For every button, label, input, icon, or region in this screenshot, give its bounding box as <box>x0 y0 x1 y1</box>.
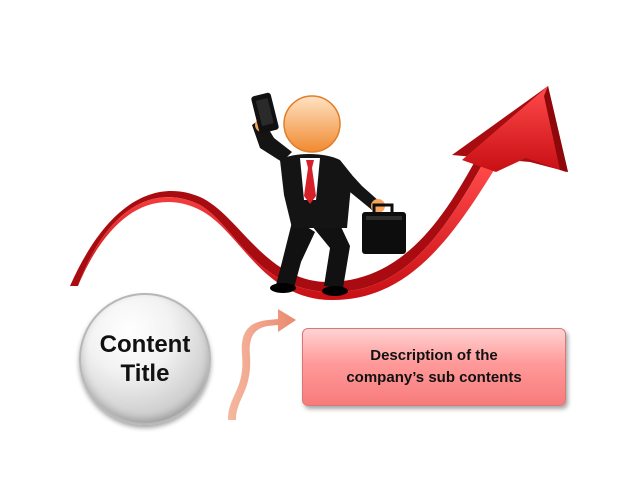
description-text: Description of the company’s sub content… <box>324 345 544 389</box>
phone-icon <box>251 92 279 134</box>
businessman-icon <box>252 95 385 296</box>
rising-arrow-icon <box>70 86 568 300</box>
description-box: Description of the company’s sub content… <box>302 328 566 406</box>
briefcase-icon <box>362 203 406 254</box>
content-title-line2: Title <box>120 360 170 387</box>
tie-icon <box>304 160 316 204</box>
content-title-bubble: Content Title <box>79 293 211 425</box>
description-line2: company’s sub contents <box>346 369 522 386</box>
connector-arrow-icon <box>228 309 296 420</box>
content-title-line1: Content <box>99 331 191 358</box>
description-line1: Description of the <box>370 347 498 364</box>
content-title-label: Content Title <box>90 330 200 388</box>
